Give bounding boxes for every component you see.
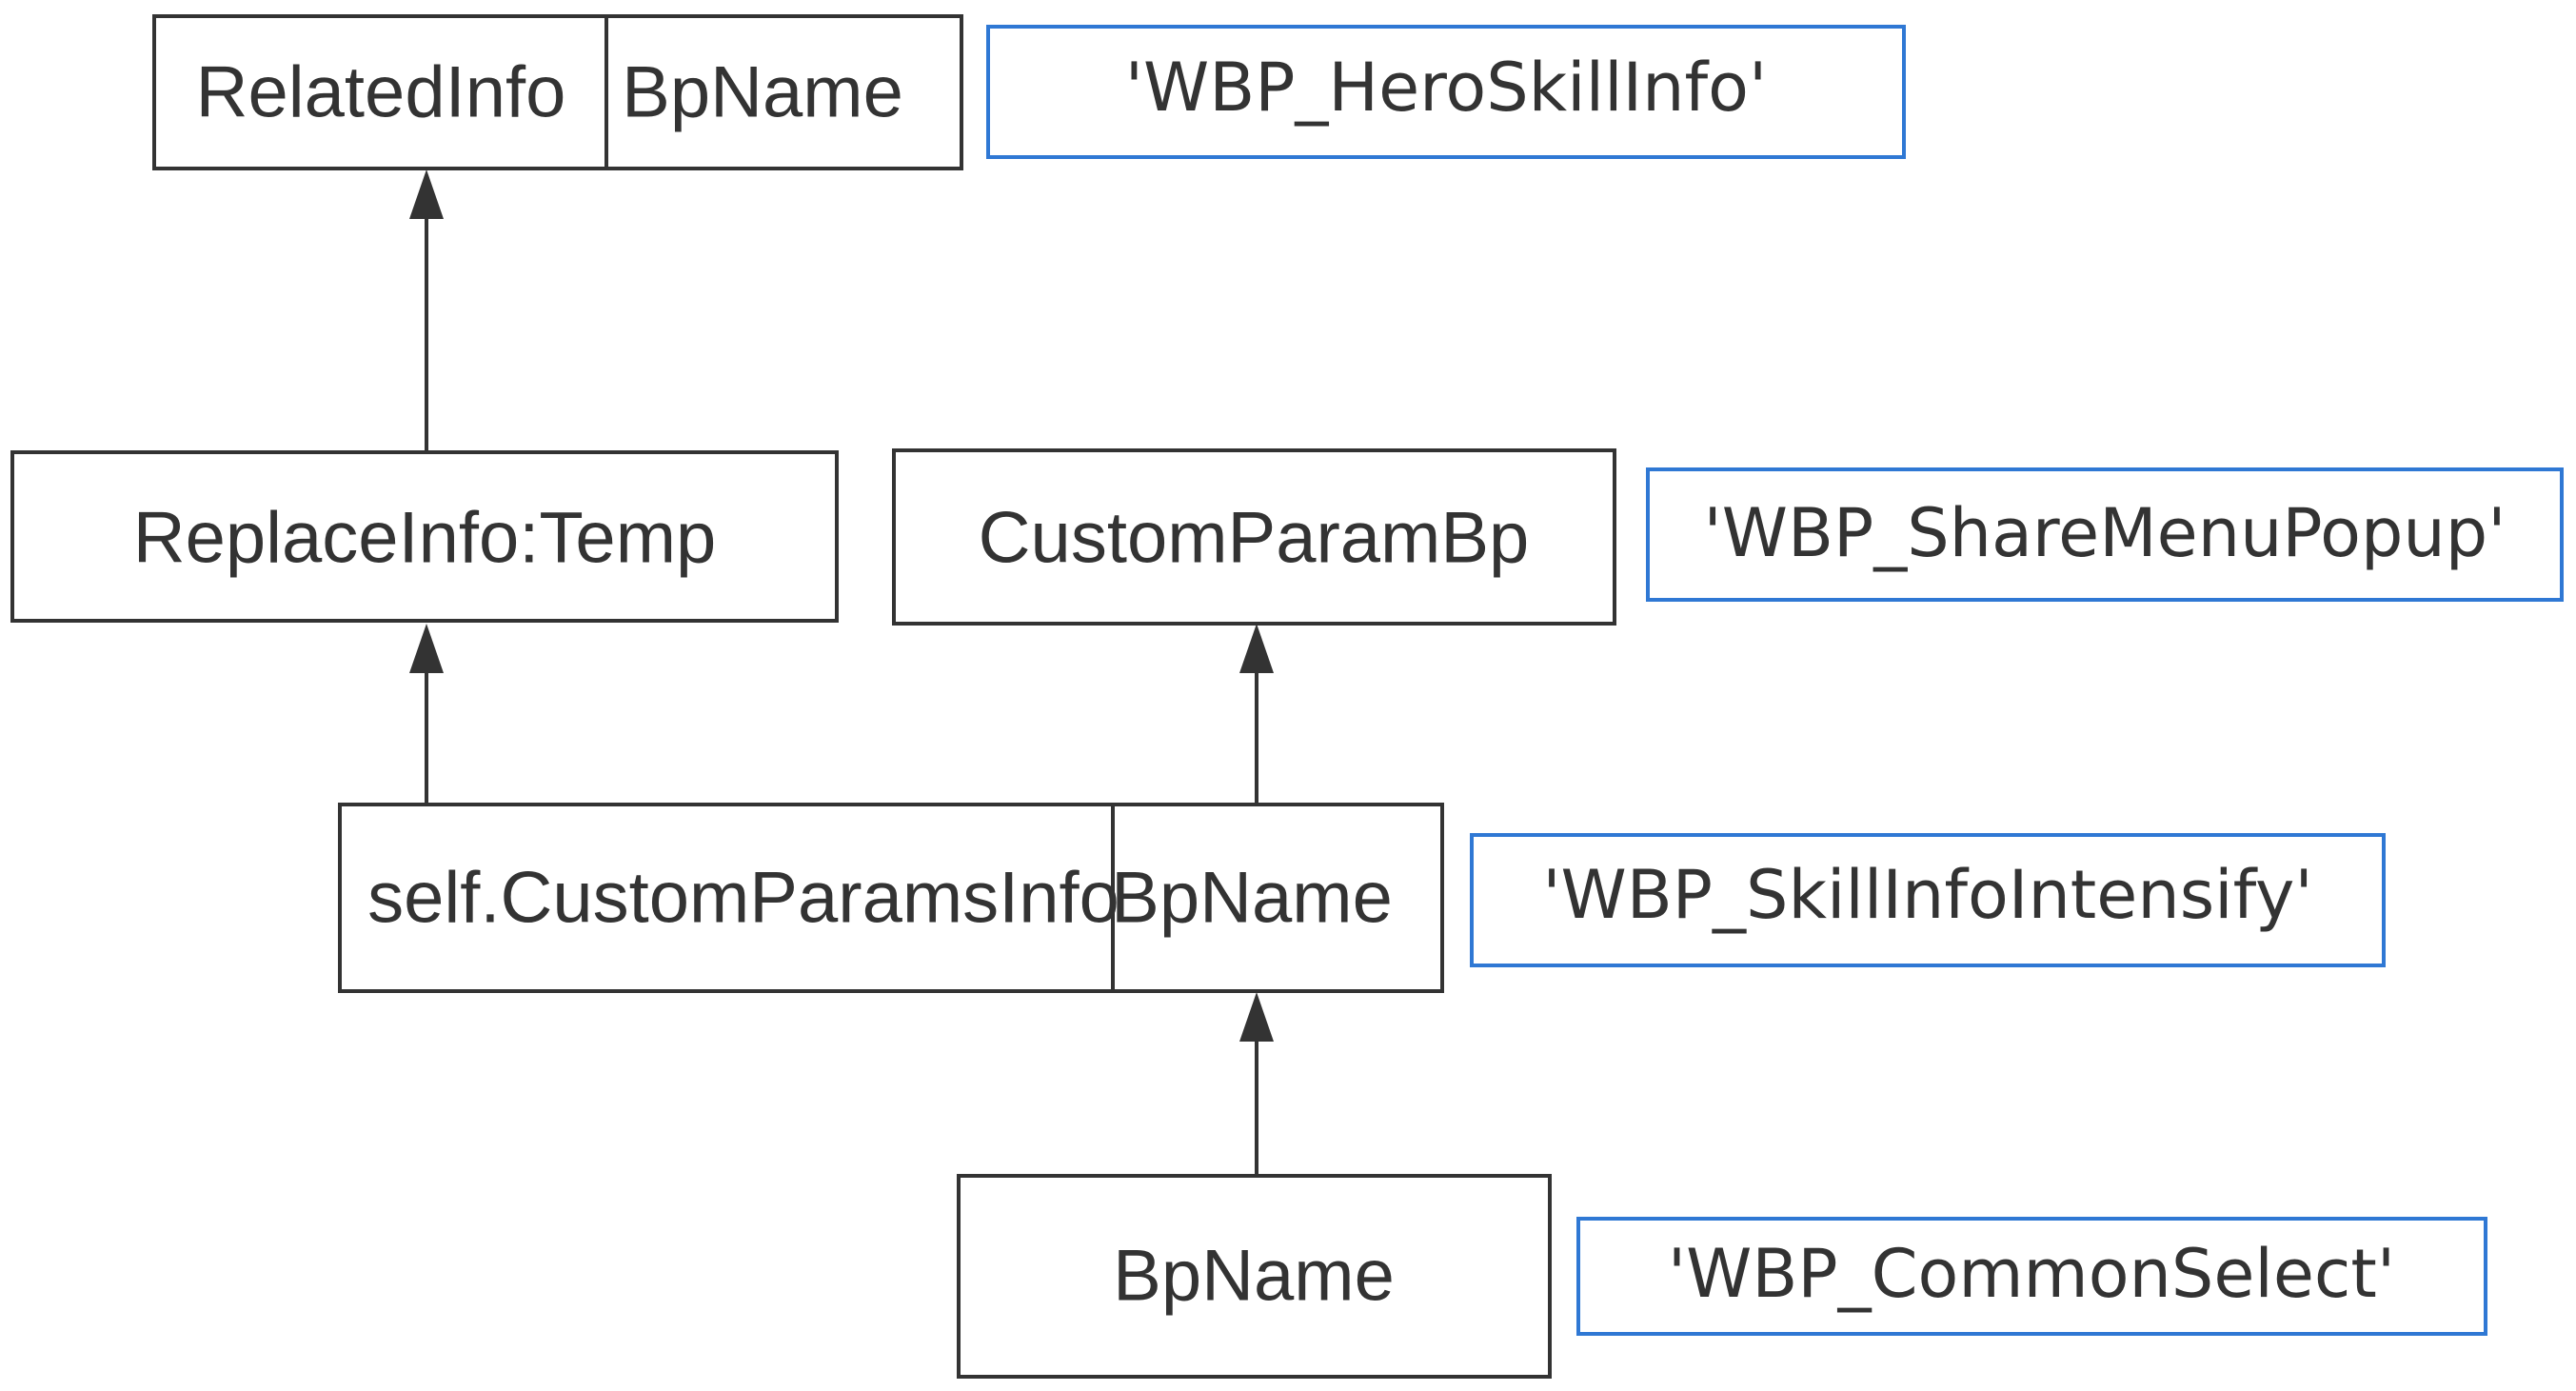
arrowhead-up	[409, 169, 444, 219]
node-custom-param-bp: CustomParamBp	[892, 448, 1616, 626]
note-common-select: 'WBP_CommonSelect'	[1576, 1217, 2487, 1336]
arrowhead-up	[1239, 624, 1274, 673]
note-skill-info-intensify: 'WBP_SkillInfoIntensify'	[1470, 833, 2386, 967]
note-skill-info-intensify-text: 'WBP_SkillInfoIntensify'	[1542, 856, 2312, 934]
node-related-info: RelatedInfo BpName	[152, 14, 963, 170]
arrowhead-up	[1239, 992, 1274, 1042]
node-bp-name: BpName	[957, 1174, 1552, 1379]
node-bp-name-label: BpName	[1113, 1236, 1395, 1317]
edge-custom-params-info-to-custom-param-bp	[1239, 624, 1274, 805]
edge-custom-params-info-to-replace-info	[409, 624, 444, 805]
node-related-info-field: BpName	[622, 52, 903, 133]
node-custom-param-bp-label: CustomParamBp	[979, 498, 1530, 579]
note-share-menu-popup: 'WBP_ShareMenuPopup'	[1646, 467, 2564, 602]
note-common-select-text: 'WBP_CommonSelect'	[1668, 1235, 2395, 1313]
note-hero-skill-info-text: 'WBP_HeroSkillInfo'	[1125, 49, 1768, 127]
node-custom-params-info-field: BpName	[1111, 858, 1393, 939]
node-replace-info: ReplaceInfo:Temp	[10, 450, 839, 623]
node-custom-params-info-name: self.CustomParamsInfo	[367, 858, 1120, 939]
edge-bp-name-to-custom-params-info	[1239, 992, 1274, 1176]
arrowhead-up	[409, 624, 444, 673]
node-custom-params-info: self.CustomParamsInfo BpName	[338, 803, 1444, 993]
node-related-info-name: RelatedInfo	[196, 52, 566, 133]
node-replace-info-label: ReplaceInfo:Temp	[133, 498, 717, 579]
note-hero-skill-info: 'WBP_HeroSkillInfo'	[986, 25, 1906, 159]
edge-replace-info-to-related-info	[409, 169, 444, 452]
note-share-menu-popup-text: 'WBP_ShareMenuPopup'	[1704, 494, 2507, 572]
